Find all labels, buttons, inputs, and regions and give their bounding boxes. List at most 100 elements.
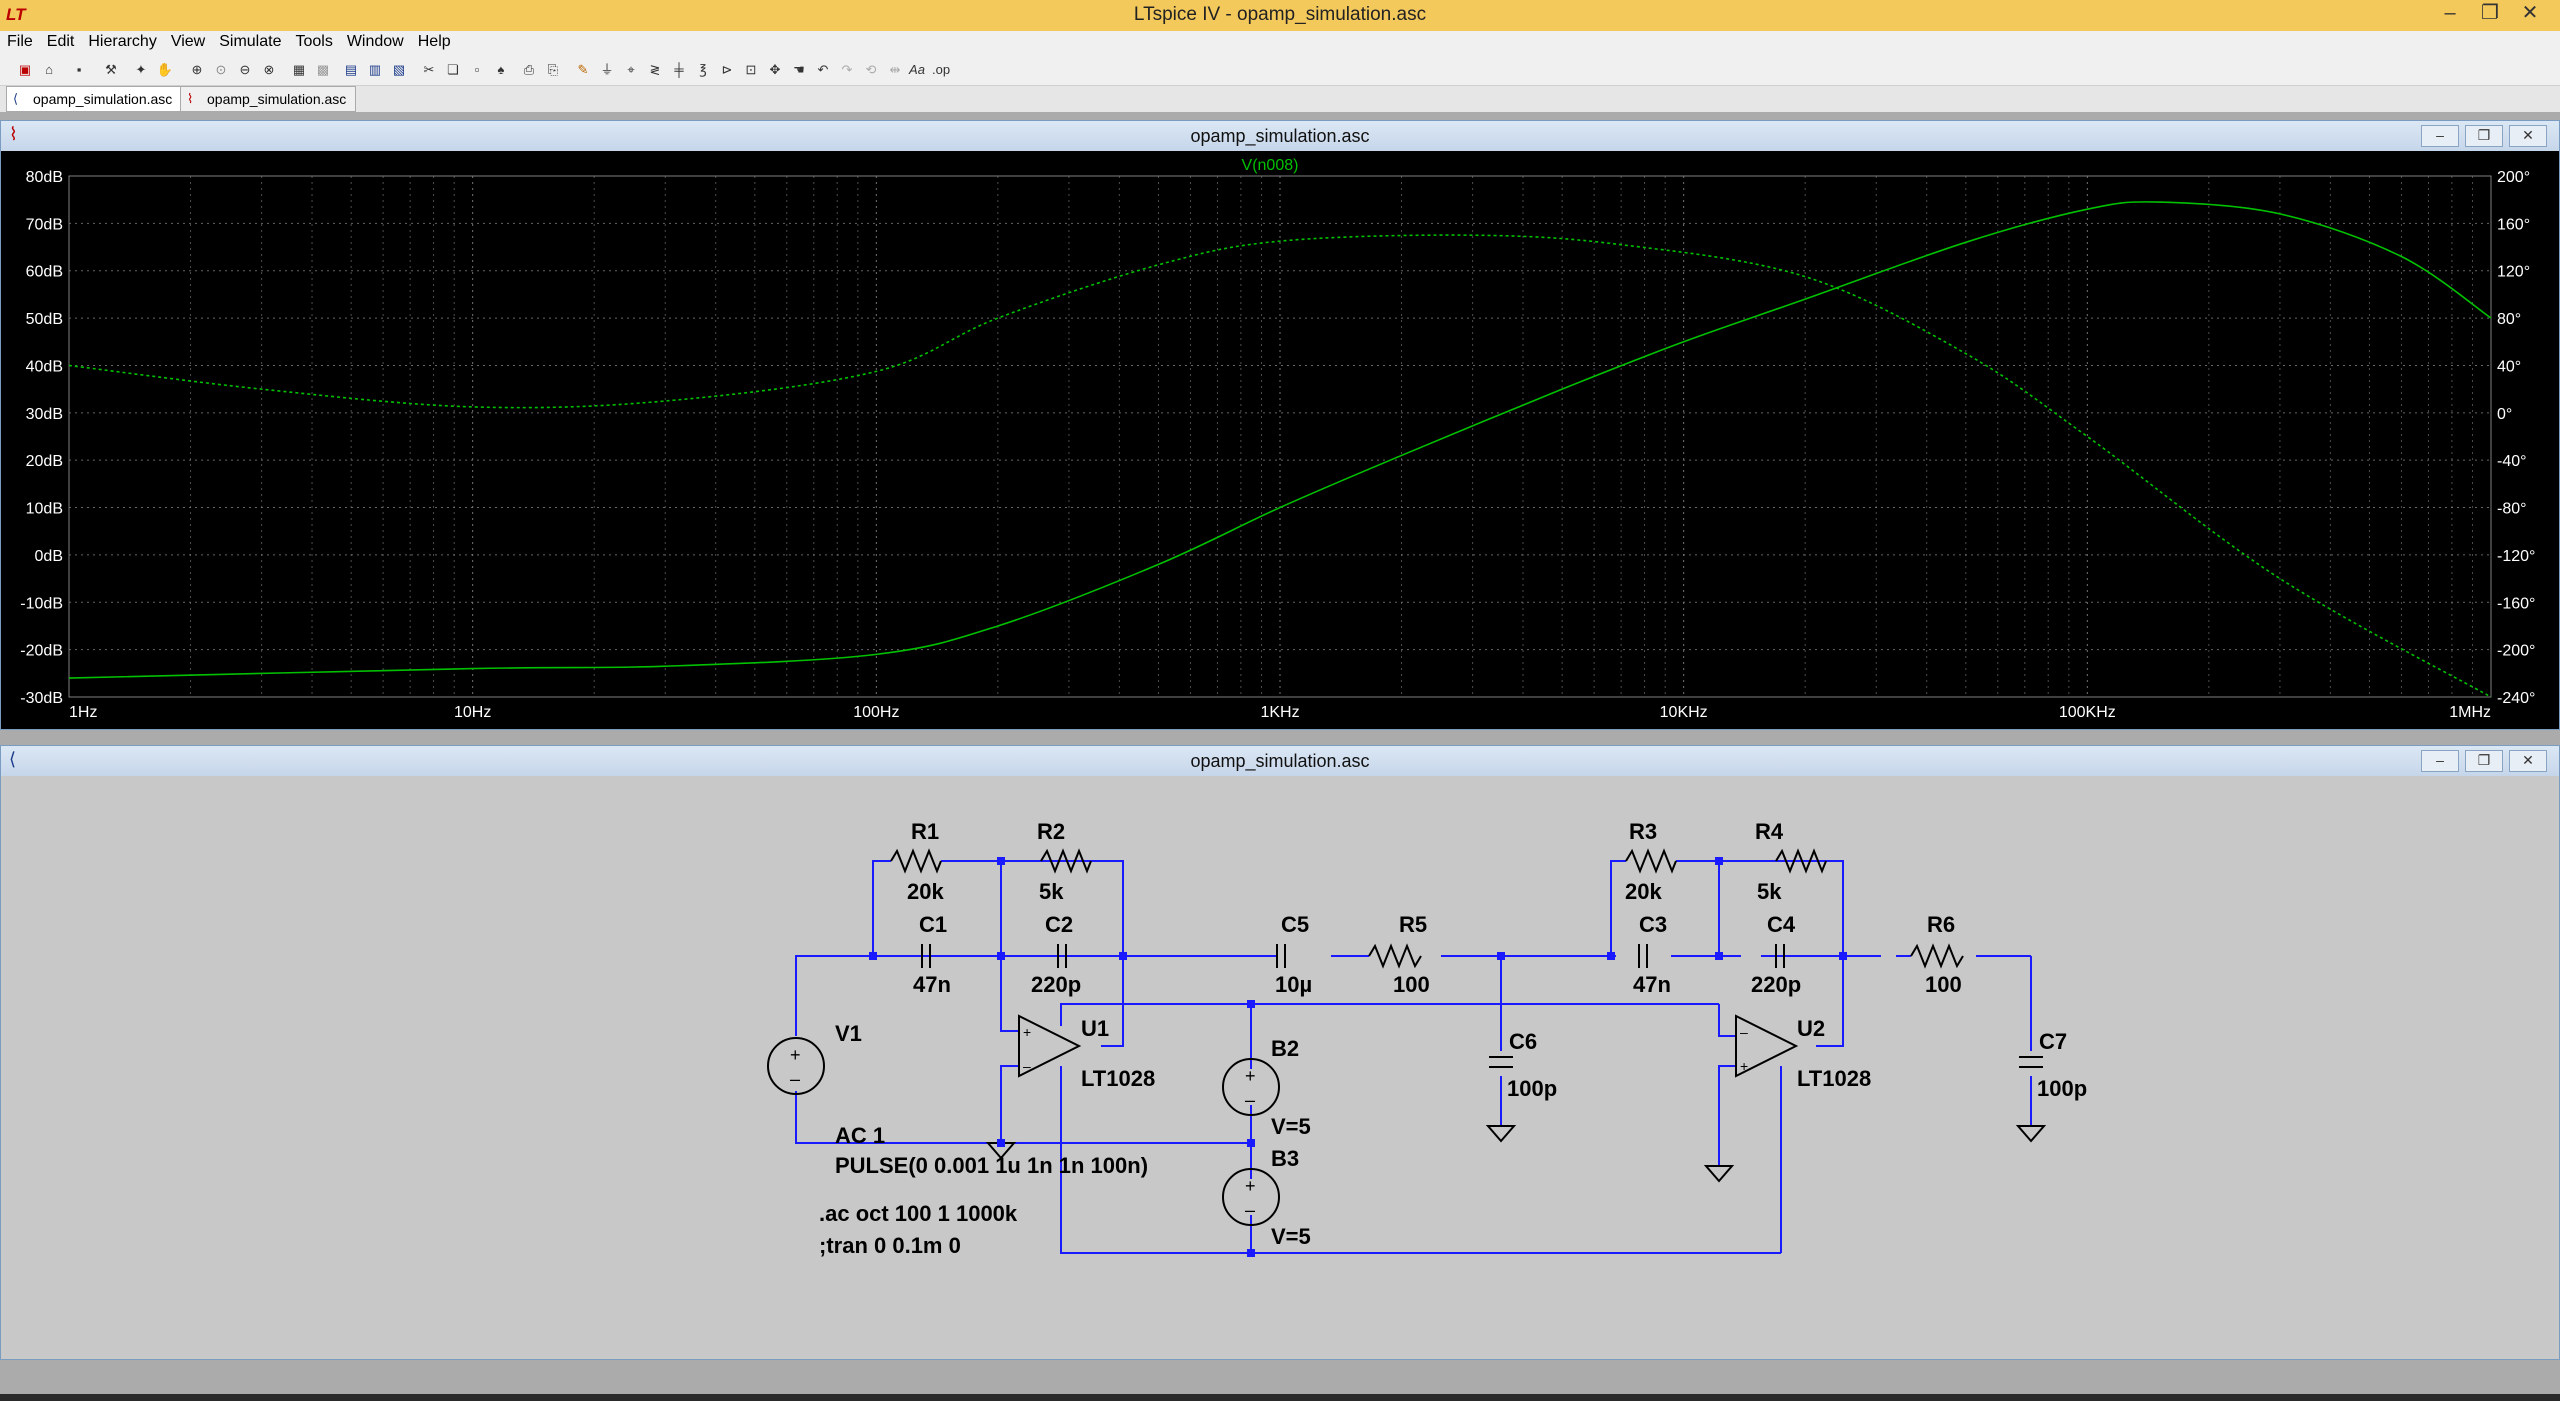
inductor-icon[interactable]: ℥ (699, 62, 707, 77)
u2-name[interactable]: U2 (1797, 1016, 1825, 1041)
diode-icon[interactable]: ⊳ (721, 62, 733, 77)
zoom-fit-icon[interactable]: ⊗ (263, 62, 275, 77)
pane-restore-icon[interactable]: ❐ (2465, 750, 2503, 772)
r1-name[interactable]: R1 (911, 819, 939, 844)
menu-window[interactable]: Window (346, 33, 404, 50)
b2-value[interactable]: V=5 (1271, 1114, 1311, 1139)
minimize-icon[interactable]: – (2444, 2, 2456, 24)
pane-close-icon[interactable]: ✕ (2509, 750, 2547, 772)
print-icon[interactable]: ⎘ (547, 62, 559, 77)
tile-horizontal-icon[interactable]: ▤ (344, 62, 358, 77)
r6-name[interactable]: R6 (1927, 912, 1955, 937)
trace-label[interactable]: V(n008) (1242, 157, 1299, 174)
pane-restore-icon[interactable]: ❐ (2465, 125, 2503, 147)
c6-value[interactable]: 100p (1507, 1076, 1557, 1101)
c7-name[interactable]: C7 (2039, 1029, 2067, 1054)
control-panel-icon[interactable]: ⚒ (105, 62, 117, 77)
c3-name[interactable]: C3 (1639, 912, 1667, 937)
spice-directive-icon[interactable]: .op (932, 62, 951, 77)
u1-value[interactable]: LT1028 (1081, 1066, 1155, 1091)
v1-value-ac[interactable]: AC 1 (835, 1123, 885, 1148)
save-icon[interactable]: ▪ (76, 62, 82, 77)
bode-plot[interactable]: 80dB70dB60dB50dB40dB30dB20dB10dB0dB-10dB… (1, 152, 2559, 730)
label-net-icon[interactable]: ⌖ (627, 62, 635, 77)
menu-simulate[interactable]: Simulate (219, 33, 282, 50)
v1-value-pulse[interactable]: PULSE(0 0.001 1u 1n 1n 100n) (835, 1153, 1148, 1178)
undo-icon[interactable]: ↶ (817, 62, 829, 77)
open-icon[interactable]: ⌂ (45, 62, 53, 77)
r1-value[interactable]: 20k (907, 879, 944, 904)
b2-name[interactable]: B2 (1271, 1036, 1299, 1061)
pane-close-icon[interactable]: ✕ (2509, 125, 2547, 147)
menu-file[interactable]: File (7, 33, 33, 50)
run-icon[interactable]: ✦ (135, 62, 147, 77)
cut-icon[interactable]: ✂ (423, 62, 435, 77)
c2-value[interactable]: 220p (1031, 972, 1081, 997)
mirror-icon[interactable]: ⇹ (889, 62, 901, 77)
zoom-out-icon[interactable]: ⊖ (239, 62, 251, 77)
new-schematic-icon[interactable]: ▣ (18, 62, 32, 77)
c5-value[interactable]: 10µ (1275, 972, 1312, 997)
redo-icon[interactable]: ↷ (841, 62, 853, 77)
menu-help[interactable]: Help (417, 33, 451, 50)
menu-view[interactable]: View (170, 33, 206, 50)
b3-value[interactable]: V=5 (1271, 1224, 1311, 1249)
r4-name[interactable]: R4 (1755, 819, 1784, 844)
move-icon[interactable]: ✥ (769, 62, 781, 77)
menu-tools[interactable]: Tools (295, 33, 333, 50)
magnitude-trace[interactable] (68, 201, 2492, 679)
r4-value[interactable]: 5k (1757, 879, 1782, 904)
drag-icon[interactable]: ☚ (793, 62, 805, 77)
r3-name[interactable]: R3 (1629, 819, 1657, 844)
paste-icon[interactable]: ▫ (474, 62, 480, 77)
c2-name[interactable]: C2 (1045, 912, 1073, 937)
u1-name[interactable]: U1 (1081, 1016, 1109, 1041)
zoom-in-icon[interactable]: ⊕ (191, 62, 203, 77)
r6-value[interactable]: 100 (1925, 972, 1962, 997)
c4-value[interactable]: 220p (1751, 972, 1801, 997)
menu-hierarchy[interactable]: Hierarchy (88, 33, 157, 50)
v1-name[interactable]: V1 (835, 1021, 862, 1046)
halt-icon[interactable]: ✋ (156, 62, 174, 77)
restore-icon[interactable]: ❐ (2481, 2, 2499, 24)
tab-waveform[interactable]: ⌇ opamp_simulation.asc (180, 86, 356, 112)
ground-icon[interactable]: ⏚ (600, 62, 614, 77)
b3-name[interactable]: B3 (1271, 1146, 1299, 1171)
schematic-canvas[interactable]: +– +– +– +– –+ R1 20k R2 5k R3 20k R4 5k… (17, 778, 2547, 1348)
tile-vertical-icon[interactable]: ▥ (368, 62, 382, 77)
capacitor-icon[interactable]: ╪ (674, 62, 684, 77)
u2-value[interactable]: LT1028 (1797, 1066, 1871, 1091)
close-icon[interactable]: ✕ (2521, 2, 2539, 24)
resistor-icon[interactable]: ≷ (649, 62, 661, 77)
rotate-icon[interactable]: ⟲ (865, 62, 877, 77)
pane-minimize-icon[interactable]: – (2421, 125, 2459, 147)
c1-value[interactable]: 47n (913, 972, 951, 997)
pane-minimize-icon[interactable]: – (2421, 750, 2459, 772)
r5-name[interactable]: R5 (1399, 912, 1427, 937)
find-icon[interactable]: ♠ (497, 62, 505, 77)
phase-trace[interactable] (68, 234, 2492, 698)
grid-icon[interactable]: ▩ (316, 62, 330, 77)
component-icon[interactable]: ⊡ (745, 62, 757, 77)
c7-value[interactable]: 100p (2037, 1076, 2087, 1101)
r5-value[interactable]: 100 (1393, 972, 1430, 997)
c5-name[interactable]: C5 (1281, 912, 1309, 937)
wire-icon[interactable]: ✎ (577, 62, 589, 77)
autorange-icon[interactable]: ▦ (292, 62, 306, 77)
c4-name[interactable]: C4 (1767, 912, 1796, 937)
menu-edit[interactable]: Edit (46, 33, 75, 50)
text-icon[interactable]: Aa (909, 62, 925, 77)
c1-name[interactable]: C1 (919, 912, 947, 937)
c3-value[interactable]: 47n (1633, 972, 1671, 997)
c6-name[interactable]: C6 (1509, 1029, 1537, 1054)
tab-schematic[interactable]: ⟨ opamp_simulation.asc (6, 86, 182, 112)
print-preview-icon[interactable]: ⎙ (523, 62, 535, 77)
cascade-icon[interactable]: ▧ (392, 62, 406, 77)
spice-comment-tran[interactable]: ;tran 0 0.1m 0 (819, 1233, 961, 1258)
pan-icon[interactable]: ⊙ (215, 62, 227, 77)
spice-directive-ac[interactable]: .ac oct 100 1 1000k (819, 1201, 1018, 1226)
copy-icon[interactable]: ❏ (447, 62, 459, 77)
r2-value[interactable]: 5k (1039, 879, 1064, 904)
r3-value[interactable]: 20k (1625, 879, 1662, 904)
r2-name[interactable]: R2 (1037, 819, 1065, 844)
